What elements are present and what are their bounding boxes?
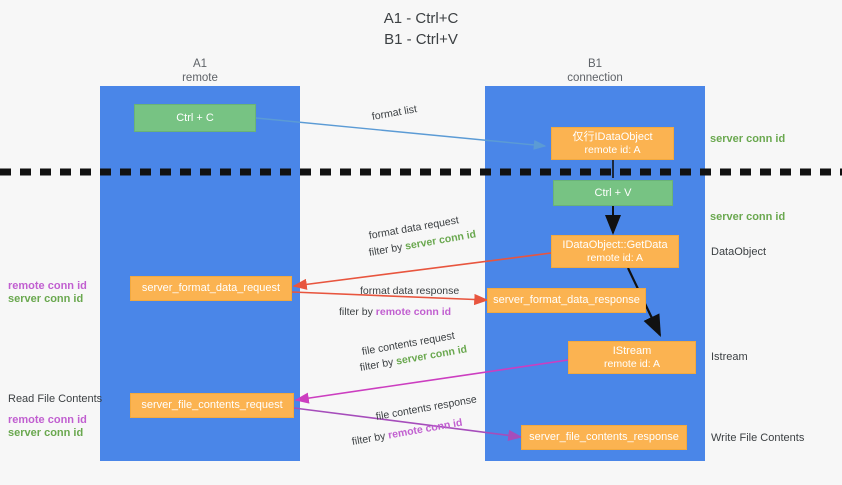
annotation-server-conn-id-2: server conn id (8, 427, 84, 439)
page-title: A1 - Ctrl+C B1 - Ctrl+V (383, 10, 459, 48)
box-getdata-line1: IDataObject::GetData (562, 238, 668, 251)
box-server-file-contents-request[interactable]: server_file_contents_request (130, 393, 294, 418)
filter-value: remote conn id (375, 306, 452, 318)
box-server-file-contents-response-label: server_file_contents_response (529, 431, 679, 443)
lane-header-b1: B1 connection (567, 58, 623, 84)
box-server-format-data-response[interactable]: server_format_data_response (487, 288, 646, 313)
annotation-istream: Istream (711, 351, 748, 363)
annotation-server-conn-id-top: server conn id (710, 133, 786, 145)
arrow-label-format-data-response-filter: filter by remote conn id (339, 305, 451, 319)
arrow-label-format-data-response-line1: format data response (360, 285, 460, 297)
arrow-label-file-contents-response-filter: filter by remote conn id (351, 416, 464, 449)
box-ctrl-c-label: Ctrl + C (176, 111, 214, 124)
box-set-idataobject[interactable]: 仅行IDataObject remote id: A (551, 127, 674, 160)
box-istream-line1: IStream (612, 344, 652, 357)
box-server-format-data-request[interactable]: server_format_data_request (130, 276, 292, 301)
filter-prefix: filter by (339, 306, 376, 318)
box-server-format-data-request-label: server_format_data_request (141, 282, 281, 294)
filter-prefix: filter by (367, 240, 407, 259)
lane-header-a1: A1 remote (182, 58, 218, 84)
arrow-label-file-contents-response-line1: file contents response (374, 393, 478, 423)
annotation-read-file-contents: Read File Contents (8, 393, 103, 405)
annotation-server-conn-id-1: server conn id (8, 293, 84, 305)
arrow-label-format-list: format list (370, 103, 418, 123)
annotation-remote-conn-id-2: remote conn id (8, 414, 87, 426)
annotation-write-file-contents: Write File Contents (711, 432, 805, 444)
box-ctrl-v-label: Ctrl + V (594, 186, 632, 199)
annotation-remote-conn-id-1: remote conn id (8, 280, 87, 292)
filter-value: remote conn id (387, 416, 464, 442)
box-ctrl-c[interactable]: Ctrl + C (134, 104, 256, 132)
box-getdata-line2: remote id: A (586, 251, 644, 264)
box-idataobject-getdata[interactable]: IDataObject::GetData remote id: A (551, 235, 679, 268)
box-set-idataobject-line2: remote id: A (584, 143, 641, 156)
box-server-file-contents-request-label: server_file_contents_request (141, 399, 283, 411)
box-server-file-contents-response[interactable]: server_file_contents_response (521, 425, 687, 450)
annotation-dataobject: DataObject (711, 246, 767, 258)
annotation-server-conn-id-mid: server conn id (710, 211, 786, 223)
box-ctrl-v[interactable]: Ctrl + V (553, 180, 673, 206)
filter-prefix: filter by (350, 429, 390, 448)
box-istream[interactable]: IStream remote id: A (568, 341, 696, 374)
box-set-idataobject-line1: 仅行IDataObject (572, 130, 653, 143)
box-server-format-data-response-label: server_format_data_response (493, 294, 640, 306)
box-istream-line2: remote id: A (603, 357, 661, 370)
